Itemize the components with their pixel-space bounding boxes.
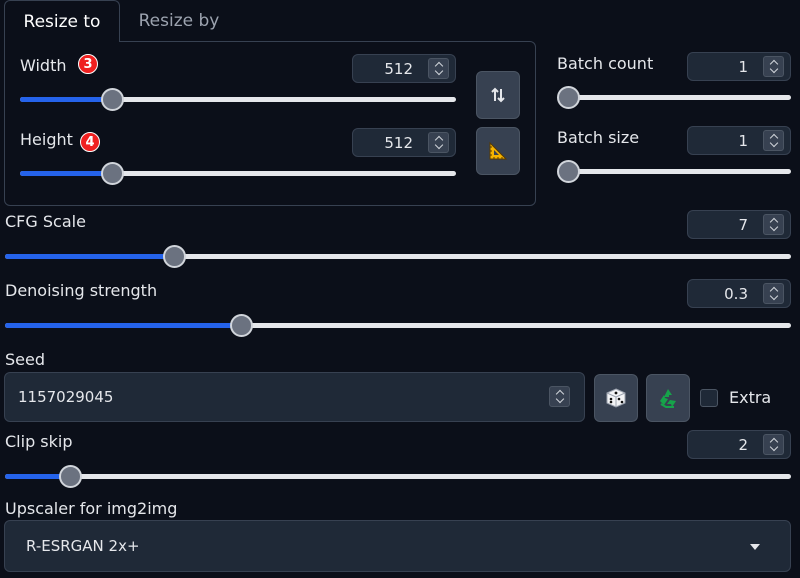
chevron-down-icon [750,544,760,550]
height-input[interactable]: 512 [352,128,456,157]
batch-size-value: 1 [738,131,748,150]
slider-track [5,474,791,479]
denoising-strength-input[interactable]: 0.3 [687,279,791,308]
clip-skip-value: 2 [738,435,748,454]
slider-track [5,323,791,328]
slider-fill [20,97,112,102]
batch-size-input[interactable]: 1 [687,126,791,155]
batch-count-label: Batch count [557,54,654,73]
height-badge: 4 [80,132,100,152]
slider-thumb[interactable] [100,162,124,185]
batch-count-stepper[interactable] [763,56,784,77]
denoising-strength-value: 0.3 [724,284,748,303]
slider-thumb[interactable] [557,160,580,183]
cfg-scale-slider[interactable] [5,245,791,268]
seed-input[interactable]: 1157029045 [4,372,585,422]
width-label: Width [20,56,67,75]
slider-fill [20,171,112,176]
clip-skip-input[interactable]: 2 [687,430,791,459]
tab-resize-by[interactable]: Resize by [138,11,220,31]
cfg-scale-value: 7 [738,215,748,234]
denoising-strength-slider[interactable] [5,314,791,337]
clip-skip-slider[interactable] [5,465,791,488]
slider-thumb[interactable] [557,86,580,109]
upscaler-value: R-ESRGAN 2x+ [26,537,140,555]
upscaler-label: Upscaler for img2img [5,499,178,518]
slider-fill [5,323,241,328]
slider-track [20,97,456,102]
width-input[interactable]: 512 [352,54,456,83]
slider-track [20,171,456,176]
slider-thumb[interactable] [100,88,124,111]
slider-track [568,95,791,100]
cfg-scale-stepper[interactable] [763,214,784,235]
seed-stepper[interactable] [549,386,570,407]
triangle-ruler-icon [489,141,508,160]
random-seed-button[interactable] [594,374,638,422]
extra-label: Extra [729,388,772,407]
slider-fill [5,474,71,479]
denoising-strength-stepper[interactable] [763,283,784,304]
dice-icon [606,388,626,408]
auto-size-button[interactable] [476,127,520,175]
recycle-icon [660,389,676,408]
resize-to-panel [4,41,536,206]
width-stepper[interactable] [428,58,449,79]
height-slider[interactable] [20,162,456,185]
batch-count-input[interactable]: 1 [687,52,791,81]
width-slider[interactable] [20,88,456,111]
swap-dimensions-button[interactable] [476,71,520,119]
batch-count-value: 1 [738,57,748,76]
height-label: Height [20,130,73,149]
cfg-scale-input[interactable]: 7 [687,210,791,239]
batch-size-stepper[interactable] [763,130,784,151]
width-value: 512 [384,59,413,78]
tab-resize-to[interactable]: Resize to [4,0,120,42]
extra-seed-checkbox[interactable] [700,389,718,407]
seed-label: Seed [5,350,45,369]
clip-skip-label: Clip skip [5,432,73,451]
cfg-scale-label: CFG Scale [5,212,86,231]
slider-thumb[interactable] [59,465,83,488]
swap-arrows-icon [491,87,505,103]
slider-thumb[interactable] [229,314,253,337]
batch-size-label: Batch size [557,128,640,147]
clip-skip-stepper[interactable] [763,434,784,455]
seed-value: 1157029045 [18,388,114,406]
slider-fill [5,254,174,259]
slider-track [568,169,791,174]
batch-count-slider[interactable] [557,86,791,109]
width-badge: 3 [78,54,98,74]
height-value: 512 [384,133,413,152]
batch-size-slider[interactable] [557,160,791,183]
upscaler-dropdown[interactable]: R-ESRGAN 2x+ [4,520,791,572]
slider-thumb[interactable] [162,245,186,268]
height-stepper[interactable] [428,132,449,153]
denoising-strength-label: Denoising strength [5,281,158,300]
reuse-seed-button[interactable] [646,374,690,422]
slider-track [5,254,791,259]
